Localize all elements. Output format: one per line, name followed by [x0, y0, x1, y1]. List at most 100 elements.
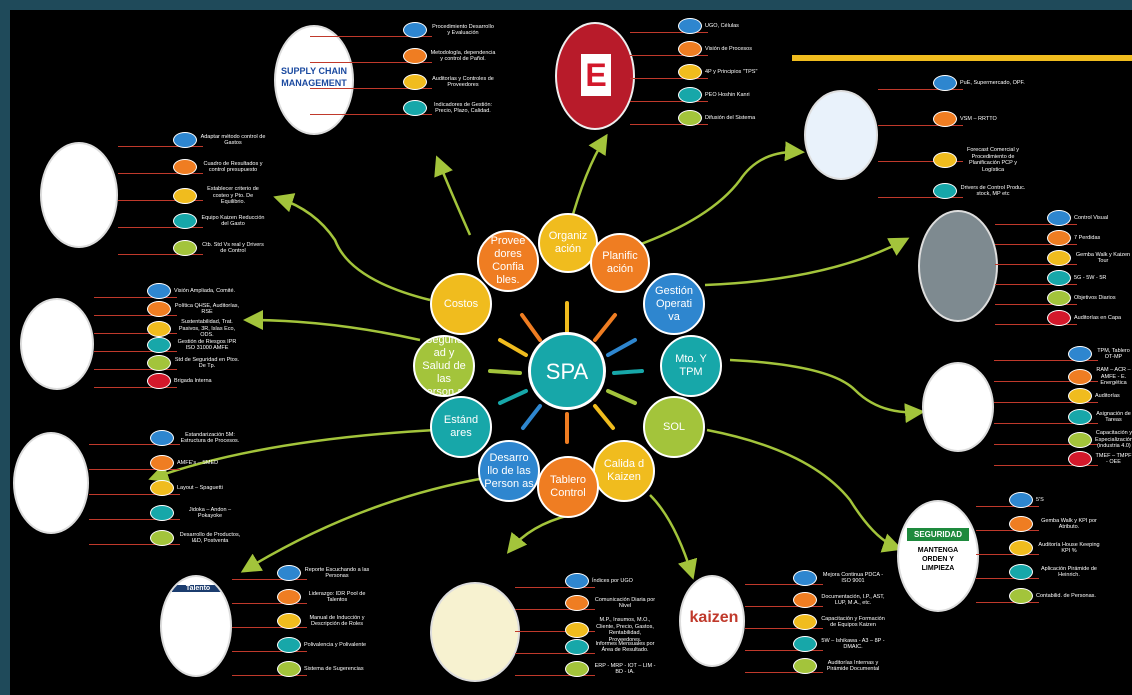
node-tablero[interactable]: Tablero Control — [537, 456, 599, 518]
node-mto[interactable]: Mto. Y TPM — [660, 335, 722, 397]
tablero-item[interactable]: Comunicación Diaria por Nivel — [565, 595, 658, 611]
seguridad-item[interactable]: Gestión de Riesgos IPR ISO 31000 AMFE — [147, 337, 240, 353]
sol-item[interactable]: Gemba Walk y KPI por Atributo. — [1009, 516, 1102, 532]
node-desarrollo[interactable]: Desarro llo de las Person as — [478, 440, 540, 502]
costos-item[interactable]: Establecer criterio de costeo y Pto. De … — [173, 186, 266, 206]
estandares-item[interactable]: AMFE's – SMED — [150, 455, 218, 471]
gestion-item[interactable]: Control Visual — [1047, 210, 1108, 226]
sol-item[interactable]: Aplicación Pirámide de Heinrich. — [1009, 564, 1102, 580]
supply-item[interactable]: Indicadores de Gestión: Precio, Plazo, C… — [403, 100, 496, 116]
costos-item[interactable]: Equipo Kaizen Reducción del Gasto — [173, 213, 266, 229]
calidad-item-label: Capacitación y Formación de Equipos Kaiz… — [821, 615, 885, 629]
mto-item-icon — [1068, 409, 1092, 425]
tablero-item[interactable]: Índices por UGO — [565, 573, 633, 589]
plan-item-label: Forecast Comercial y Procedimiento de Pl… — [967, 147, 1019, 173]
costos-item[interactable]: Ctb. Std Vs real y Drivers de Control — [173, 240, 266, 256]
costos-item[interactable]: Cuadro de Resultados y control presupues… — [173, 159, 266, 175]
supply-item[interactable]: Metodología, dependencia y control de Pa… — [403, 48, 496, 64]
node-sol[interactable]: SOL — [643, 396, 705, 458]
costos-item-icon — [173, 132, 197, 148]
calidad-item[interactable]: Mejora Continua PDCA - ISO 9001 — [793, 570, 886, 586]
sol-item[interactable]: Contabilid. de Personas. — [1009, 588, 1096, 604]
plan-connector-line — [878, 89, 963, 90]
estandares-item[interactable]: Layout – Spaguetti — [150, 480, 223, 496]
desarrollo-item-icon — [277, 565, 301, 581]
org-item[interactable]: PEO Hoshin Kanri — [678, 87, 750, 103]
seguridad-item[interactable]: Política QHSE, Auditorías, RSE — [147, 301, 240, 317]
mto-item[interactable]: TMEF – TMPF - OEE — [1068, 451, 1132, 467]
plan-item[interactable]: Forecast Comercial y Procedimiento de Pl… — [933, 147, 1026, 173]
plan-item[interactable]: VSM – RRTTO — [933, 111, 997, 127]
org-item[interactable]: Difusión del Sistema — [678, 110, 755, 126]
gestion-item[interactable]: 7 Perdidas — [1047, 230, 1100, 246]
estandares-item[interactable]: Jidoka – Andon – Pokayoke — [150, 505, 243, 521]
center-node[interactable]: SPA — [528, 332, 606, 410]
node-estandares[interactable]: Estánd ares — [430, 396, 492, 458]
seguridad-item[interactable]: Visión Ampliada, Comité. — [147, 283, 235, 299]
sol-item[interactable]: Auditoría House Keeping KPI % — [1009, 540, 1102, 556]
plan-item[interactable]: Drivers de Control Produc. stock, MP etc — [933, 183, 1026, 199]
mto-item-label: RAM – ACR –AMFE - E. Energética — [1096, 367, 1131, 386]
plan-item[interactable]: PuE, Supermercado, OPF. — [933, 75, 1025, 91]
ray-right — [612, 369, 644, 375]
costos-connector-line — [118, 200, 203, 201]
node-costos[interactable]: Costos — [430, 273, 492, 335]
desarrollo-item-label: Reporte Escuchando a las Personas — [304, 566, 370, 580]
org-item[interactable]: Visión de Procesos — [678, 41, 752, 57]
node-calidad[interactable]: Calida d Kaizen — [593, 440, 655, 502]
desarrollo-item[interactable]: Liderazgo: IDR Pool de Talentos — [277, 589, 370, 605]
node-seguridad[interactable]: Segurid ad y Salud de las Person as — [413, 335, 475, 397]
gestion-item[interactable]: Gemba Walk y Kaizen Tour — [1047, 250, 1132, 266]
estandares-item-label: Jidoka – Andon – Pokayoke — [188, 506, 232, 520]
tablero-item-icon — [565, 661, 589, 677]
arrow-tablero — [506, 513, 571, 554]
sol-item[interactable]: 5'S — [1009, 492, 1044, 508]
tablero-item[interactable]: Informes Mensuales por Área de Resultado… — [565, 639, 658, 655]
supply-item[interactable]: Procedimiento Desarrollo y Evaluación — [403, 22, 496, 38]
estandares-connector-line — [89, 469, 180, 470]
calidad-connector-line — [745, 672, 823, 673]
mto-item[interactable]: TPM, Tablero OT-MP — [1068, 346, 1132, 362]
org-item-label: Visión de Procesos — [705, 45, 752, 52]
node-seguridad-label: Segurid ad y Salud de las Person as — [419, 335, 469, 397]
mto-item[interactable]: Auditorías — [1068, 388, 1120, 404]
seguridad-item[interactable]: Sustentabilidad, Trat. Pasivos, 3R, Isla… — [147, 319, 240, 339]
mto-item[interactable]: RAM – ACR –AMFE - E. Energética — [1068, 367, 1132, 387]
seguridad-connector-line — [94, 387, 177, 388]
costos-item-label: Equipo Kaizen Reducción del Gasto — [201, 214, 265, 228]
seguridad-item[interactable]: Std de Seguridad en Ptos. De Tp. — [147, 355, 240, 371]
calidad-item[interactable]: Auditorías Internas y Pirámide Documenta… — [793, 658, 886, 674]
estandares-item[interactable]: Estandarización 5M: Estructura de Proces… — [150, 430, 243, 446]
org-item-icon — [678, 41, 702, 57]
node-gestion[interactable]: Gestión Operati va — [643, 273, 705, 335]
mto-item[interactable]: Asignación de Tareas — [1068, 409, 1132, 425]
node-organizacion[interactable]: Organiz ación — [538, 213, 598, 273]
gestion-item[interactable]: Auditorías en Capa — [1047, 310, 1121, 326]
seguridad-item-icon — [147, 320, 171, 337]
supply-item-icon — [403, 48, 427, 64]
costos-item-icon — [173, 187, 197, 204]
mto-item[interactable]: Capacitación y Especialización (industri… — [1068, 430, 1132, 450]
desarrollo-item[interactable]: Polivalencia y Polivalente — [277, 637, 366, 653]
seguridad-item[interactable]: Brigada Interna — [147, 373, 212, 389]
gestion-item[interactable]: 5G - 5W - 5R — [1047, 270, 1106, 286]
tablero-item[interactable]: M.P., Insumos, M.O., Cliente, Precio, Ga… — [565, 617, 658, 643]
gestion-item[interactable]: Objetivos Diarios — [1047, 290, 1116, 306]
desarrollo-item[interactable]: Manual de Inducción y Descripción de Rol… — [277, 613, 370, 629]
calidad-item[interactable]: Capacitación y Formación de Equipos Kaiz… — [793, 614, 886, 630]
calidad-item[interactable]: 5W – Ishikawa - A3 – 8P - DMAIC. — [793, 636, 886, 652]
calidad-item[interactable]: Documentación, I.P., AST, LUP, M.A., etc… — [793, 592, 886, 608]
node-planificacion[interactable]: Planific ación — [590, 233, 650, 293]
costos-item-icon — [173, 159, 197, 175]
tablero-item[interactable]: ERP - MRP - IOT – LIM - BD - IA. — [565, 661, 658, 677]
costos-item[interactable]: Adaptar método control de Gastos — [173, 132, 266, 148]
kaizen-word: kaizen — [689, 609, 739, 626]
desarrollo-item[interactable]: Reporte Escuchando a las Personas — [277, 565, 370, 581]
ray-top-left — [520, 313, 542, 342]
supply-item[interactable]: Auditorías y Controles de Proveedores — [403, 74, 496, 90]
org-item[interactable]: 4P y Principios "TPS" — [678, 64, 757, 80]
desarrollo-item[interactable]: Sistema de Sugerencias — [277, 661, 364, 677]
estandares-item[interactable]: Desarrollo de Productos, I&D, Postventa — [150, 530, 243, 546]
org-item[interactable]: UGO, Células — [678, 18, 739, 34]
node-proveedores[interactable]: Provee dores Confia bles. — [477, 230, 539, 292]
